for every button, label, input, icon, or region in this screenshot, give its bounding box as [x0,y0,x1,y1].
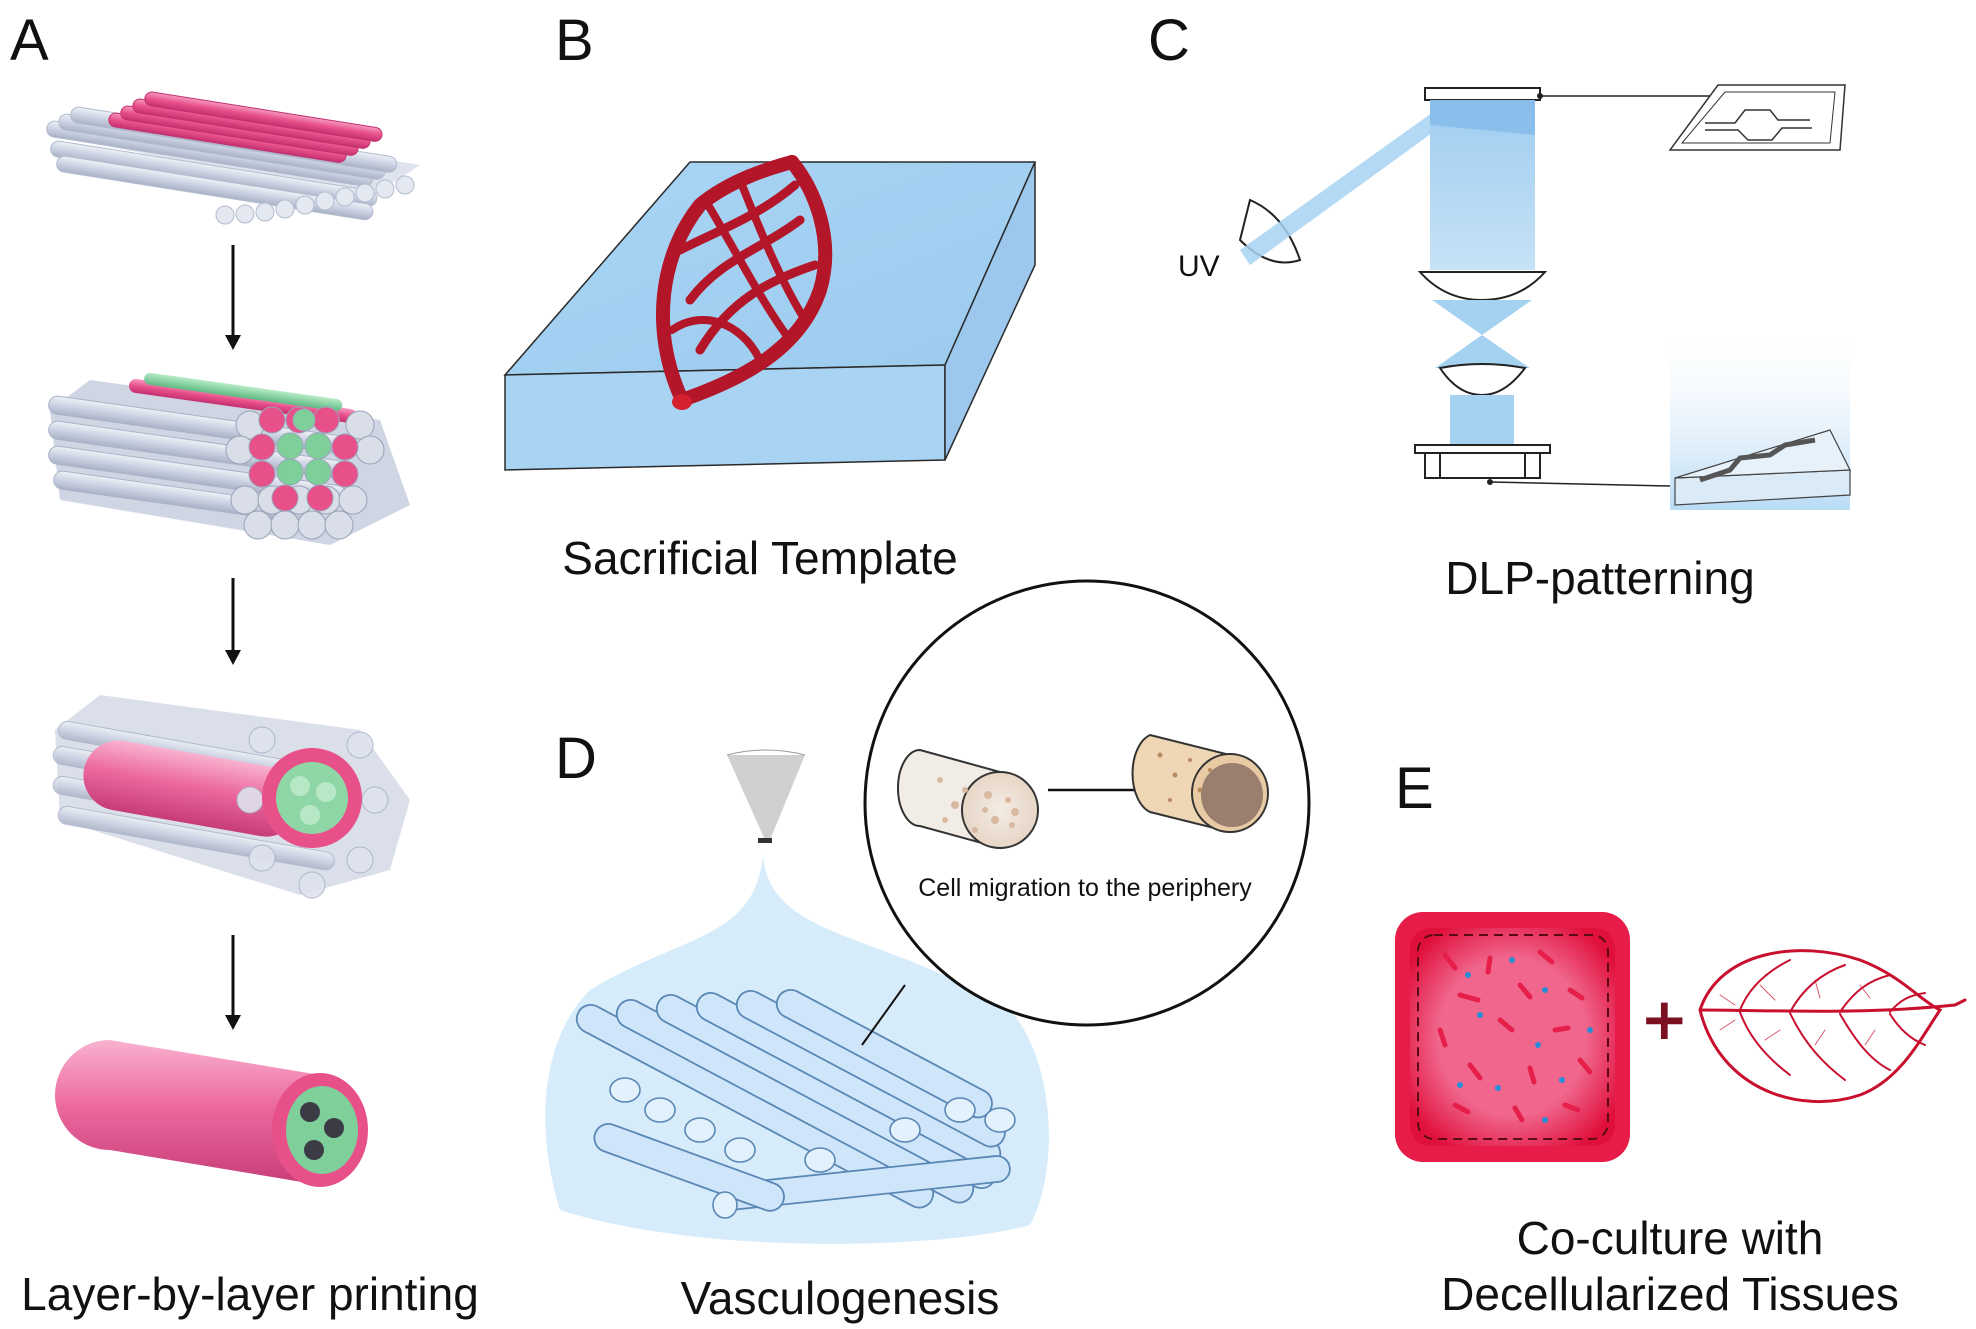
inset-caption-cell-migration: Cell migration to the periphery [918,874,1252,902]
sample-stage [1414,444,1551,479]
fiber-stack-stage-2 [48,372,410,545]
patterned-hydrogel-cube [1670,335,1851,510]
projection-lens-1 [1417,271,1548,302]
tissue-square [1395,912,1630,1162]
caption-layer-by-layer-printing: Layer-by-layer printing [21,1268,479,1320]
uv-label: UV [1178,250,1220,283]
caption-co-culture-line1: Co-culture with [1516,1212,1824,1264]
panel-e-drawing [1395,912,1967,1162]
arrow-down-icon [225,335,241,350]
pink-tube-stage-4 [55,1040,368,1187]
panel-d-drawing [545,579,1311,1244]
panel-letter-e: E [1395,756,1434,821]
fiber-bundle-stage-3 [52,695,410,899]
caption-dlp-patterning: DLP-patterning [1445,552,1755,604]
panel-letter-a: A [10,8,49,73]
projection-lens-2 [1438,363,1527,397]
dmd-mirror [1424,87,1541,101]
nozzle-icon [727,755,805,840]
panel-c-drawing [1238,84,1851,510]
panel-a-drawing [46,91,420,1187]
panel-letter-b: B [555,8,594,73]
fiber-after-migration [1131,733,1269,834]
decellularized-leaf-vasculature [1698,949,1967,1103]
caption-co-culture-line2: Decellularized Tissues [1441,1268,1899,1320]
fiber-before-migration [897,748,1039,850]
fiber-layer-stage-1 [46,91,420,225]
caption-vasculogenesis: Vasculogenesis [680,1272,1000,1324]
caption-sacrificial-template: Sacrificial Template [562,532,958,584]
arrow-down-icon [225,1015,241,1030]
arrow-down-icon [225,650,241,665]
panel-letter-d: D [555,726,597,791]
migration-inset [863,579,1311,1027]
photomask-pattern [1668,84,1846,151]
plus-sign-icon: + [1640,985,1689,1053]
panel-letter-c: C [1148,8,1190,73]
vessel-template [655,155,833,407]
panel-b-drawing [503,155,1037,471]
hydrogel-block [503,161,1037,471]
